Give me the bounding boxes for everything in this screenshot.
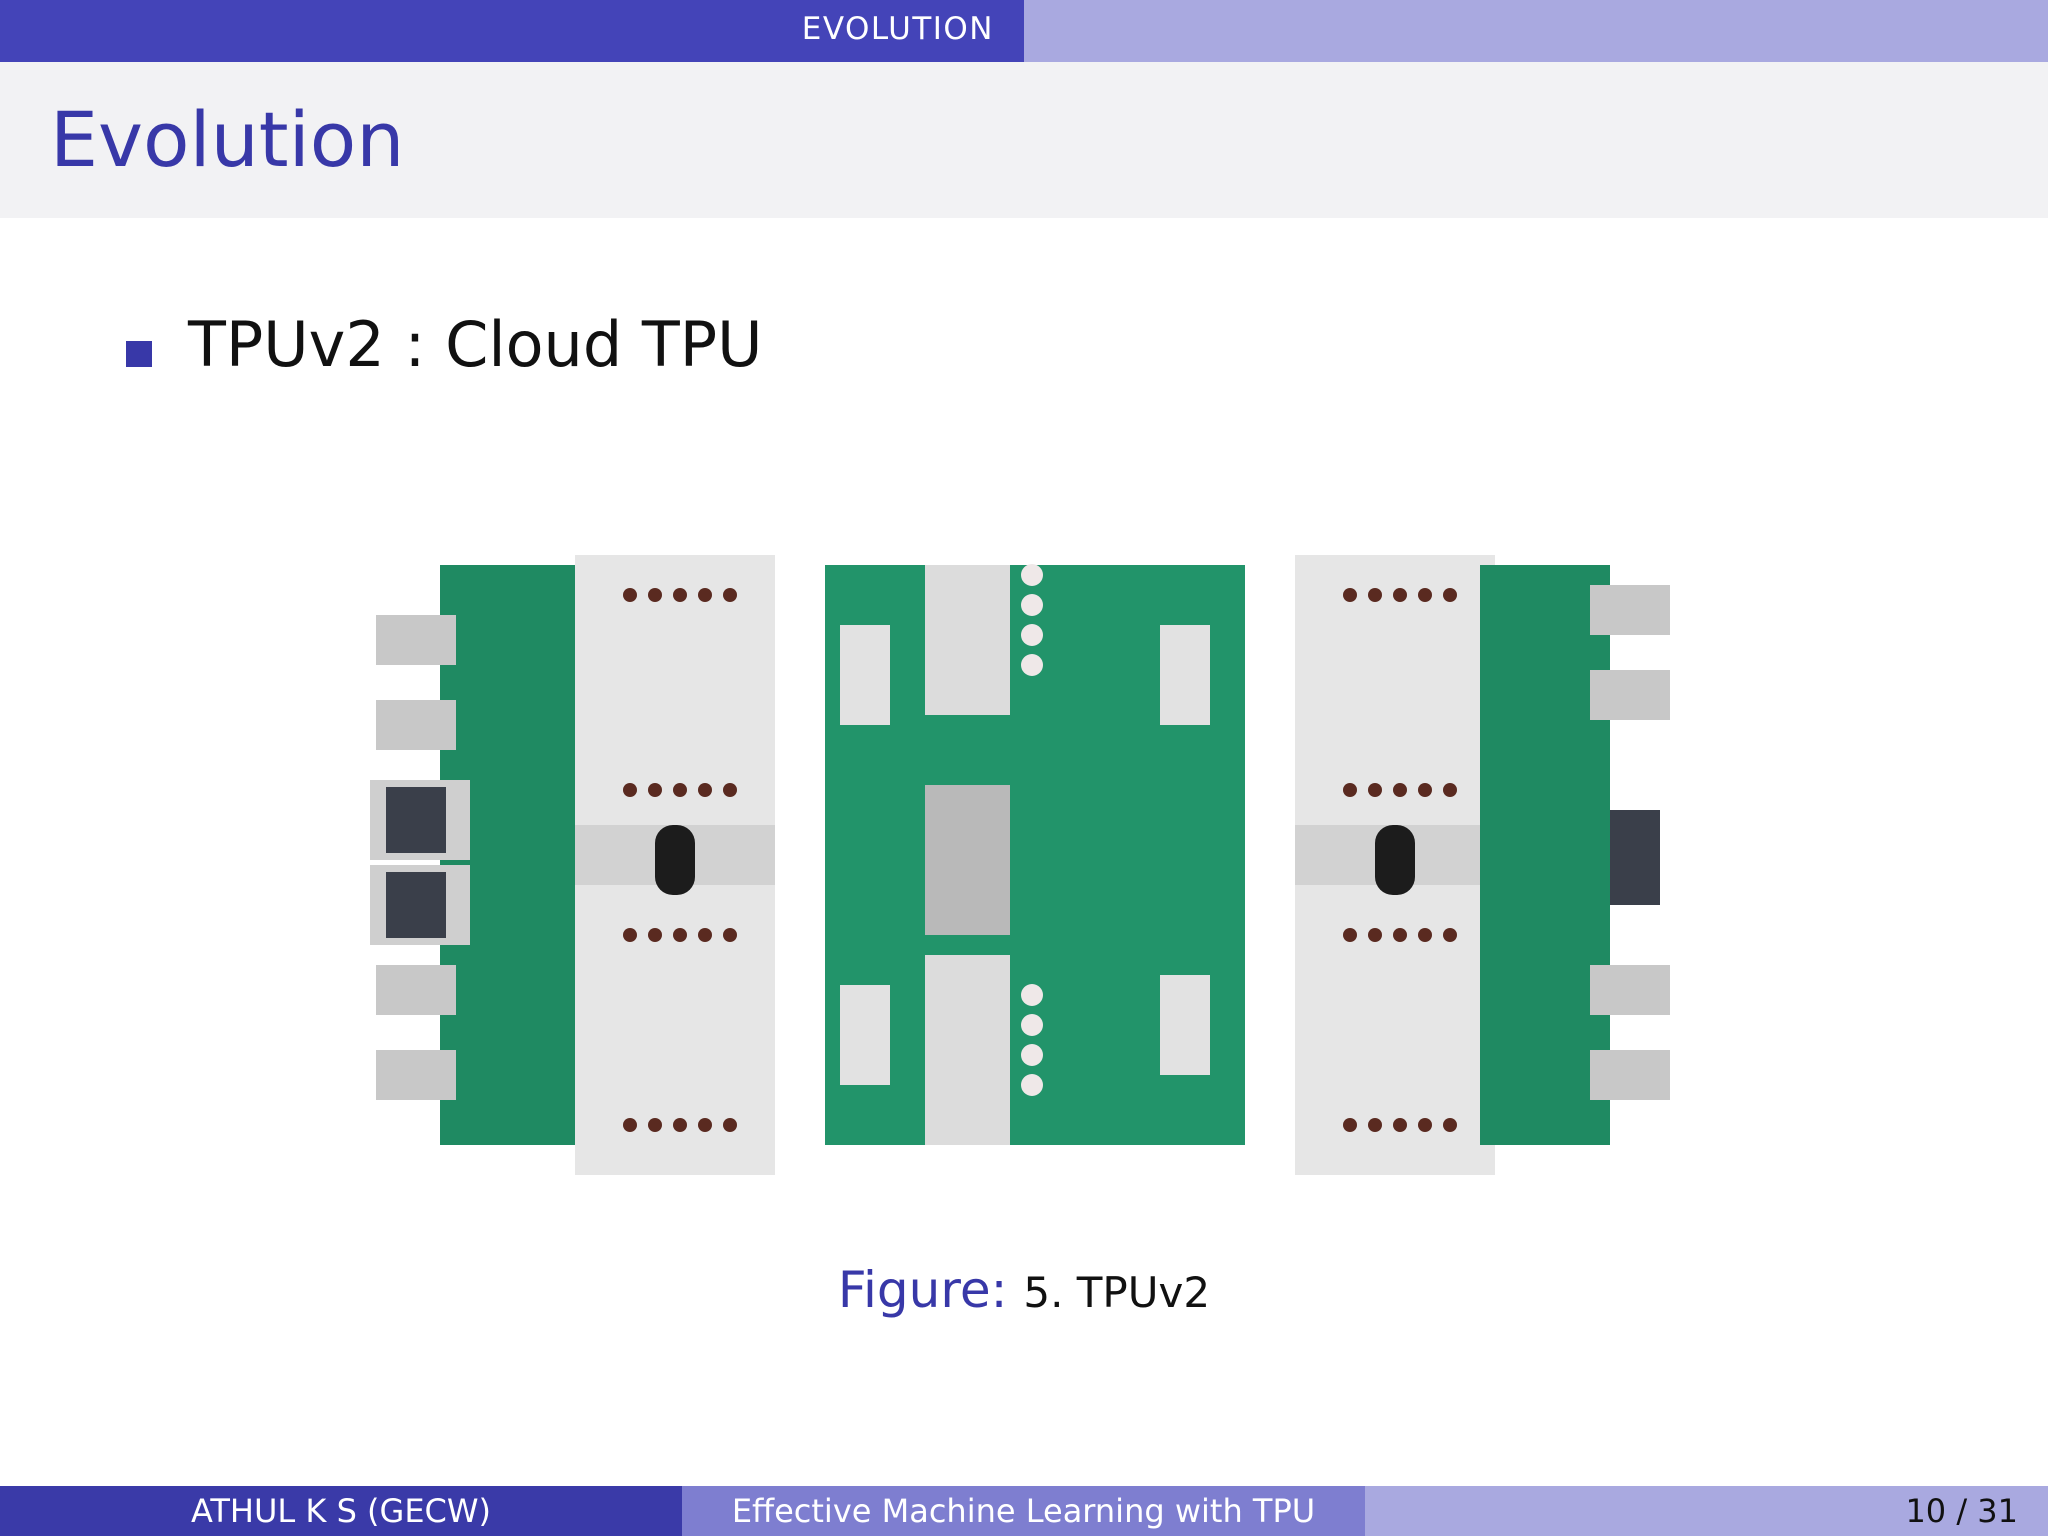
footer-bar: ATHUL K S (GECW) Effective Machine Learn…	[0, 1486, 2048, 1536]
footer-title: Effective Machine Learning with TPU	[682, 1486, 1365, 1536]
bullet-text: TPUv2 : Cloud TPU	[188, 308, 763, 381]
page-title: Evolution	[50, 95, 405, 184]
tpu-board-image	[360, 525, 1690, 1205]
navigation-bar-inactive	[1024, 0, 2048, 62]
section-label[interactable]: EVOLUTION	[801, 11, 994, 47]
footer-author: ATHUL K S (GECW)	[0, 1486, 682, 1536]
footer-page-number: 10 / 31	[1905, 1492, 2018, 1530]
frame-title-bar: Evolution	[0, 62, 2048, 218]
navigation-bar: EVOLUTION	[0, 0, 2048, 62]
figure-caption: Figure: 5. TPUv2	[0, 1255, 2048, 1328]
bullet-square-icon	[126, 341, 152, 367]
figure-caption-label: Figure:	[837, 1261, 1008, 1319]
footer-page-number-box: 10 / 31	[1365, 1486, 2048, 1536]
navigation-bar-active: EVOLUTION	[0, 0, 1024, 62]
figure-caption-text: 5. TPUv2	[1023, 1268, 1211, 1317]
